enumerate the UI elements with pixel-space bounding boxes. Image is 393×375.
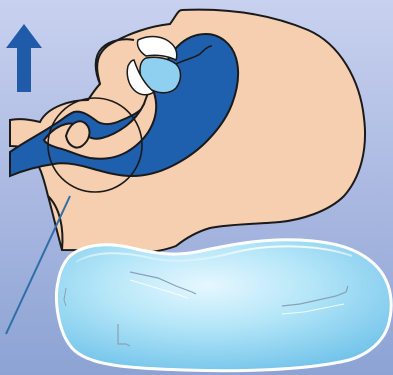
pillow — [57, 240, 392, 371]
